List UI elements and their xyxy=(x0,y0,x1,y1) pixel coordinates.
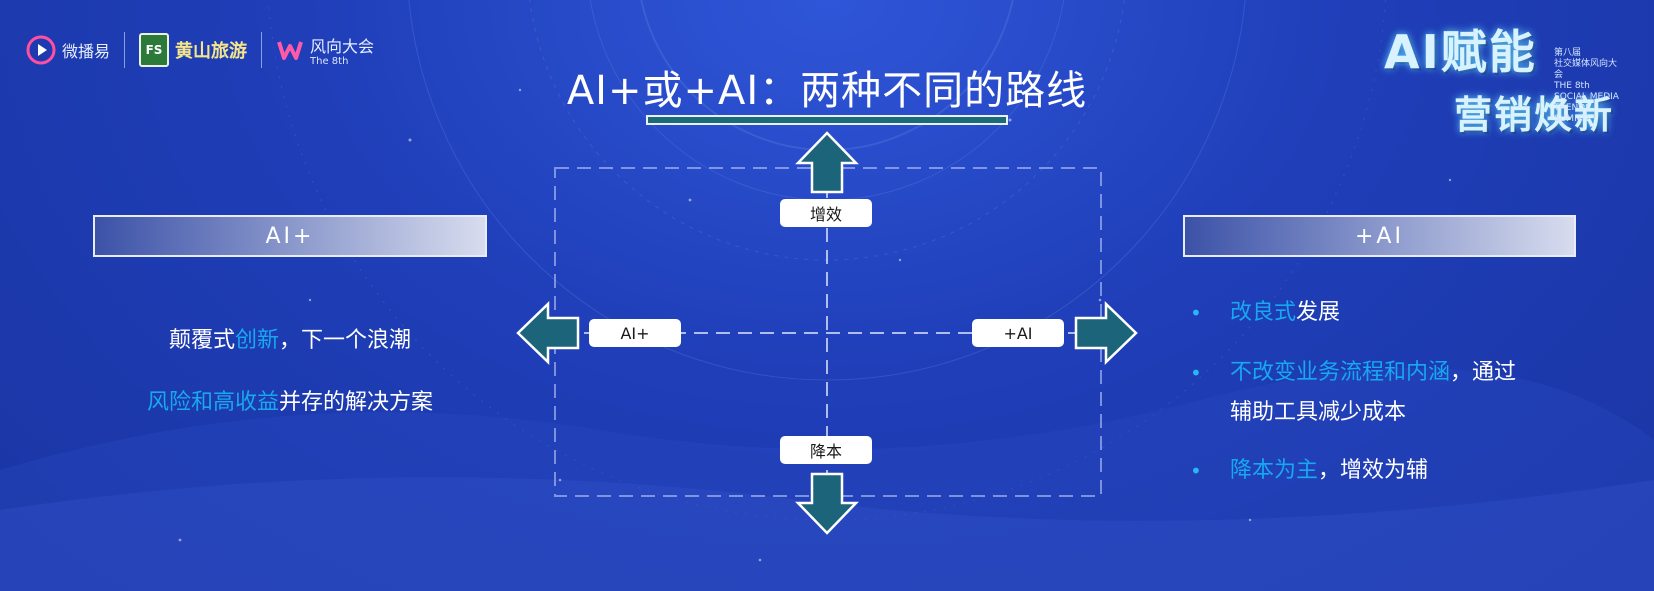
brand-line2: 营销焕新 xyxy=(1454,93,1615,137)
fengxiang-name: 风向大会 xyxy=(310,37,375,56)
right-bullet-list: 改良式发展 不改变业务流程和内涵，通过 辅助工具减少成本 降本为主，增效为辅 xyxy=(1186,296,1616,514)
arrow-down-icon xyxy=(795,472,859,535)
bullet-3: 降本为主，增效为辅 xyxy=(1186,454,1616,488)
left-panel-header: AI+ xyxy=(93,215,487,257)
top-label-tag: 增效 xyxy=(780,199,872,227)
page-title: AI+或+AI：两种不同的路线 xyxy=(566,68,1088,114)
weiboyi-logo: 微播易 xyxy=(26,35,110,65)
right-label-tag: +AI xyxy=(972,319,1064,347)
w-logo-icon xyxy=(277,41,303,60)
partner-logos: 微播易 FS 黄山旅游 风向大会 The 8th xyxy=(26,28,374,72)
bottom-label-tag: 降本 xyxy=(780,436,872,464)
huangshan-name: 黄山旅游 xyxy=(175,41,248,62)
bullet-2-continuation: 辅助工具减少成本 xyxy=(1230,400,1407,425)
weiboyi-name: 微播易 xyxy=(62,42,111,61)
event-brand: AI赋能 营销焕新 第八届 社交媒体风向大会 THE 8th SOCIAL ME… xyxy=(1384,25,1624,137)
brand-side-text: 第八届 社交媒体风向大会 THE 8th SOCIAL MEDIA TRENDS… xyxy=(1554,48,1619,124)
logo-divider xyxy=(124,32,126,68)
fengxiang-logo: 风向大会 The 8th xyxy=(276,33,374,67)
logo-divider xyxy=(261,32,263,68)
right-panel-header: +AI xyxy=(1183,215,1576,257)
bullet-1: 改良式发展 xyxy=(1186,296,1616,330)
title-underline xyxy=(646,115,1008,125)
arrow-up-icon xyxy=(795,131,859,194)
play-icon xyxy=(26,35,56,65)
arrow-right-icon xyxy=(1074,301,1138,365)
left-label-tag: AI+ xyxy=(589,319,681,347)
huangshan-badge: FS xyxy=(139,33,170,67)
bullet-2: 不改变业务流程和内涵，通过 xyxy=(1186,356,1616,390)
brand-line1: AI赋能 xyxy=(1384,25,1537,79)
left-line-1: 颠覆式创新，下一个浪潮 xyxy=(168,328,412,353)
huangshan-logo: FS 黄山旅游 xyxy=(139,33,247,67)
arrow-left-icon xyxy=(516,301,580,365)
fengxiang-sub: The 8th xyxy=(310,56,349,67)
left-line-2: 风险和高收益并存的解决方案 xyxy=(146,390,434,415)
